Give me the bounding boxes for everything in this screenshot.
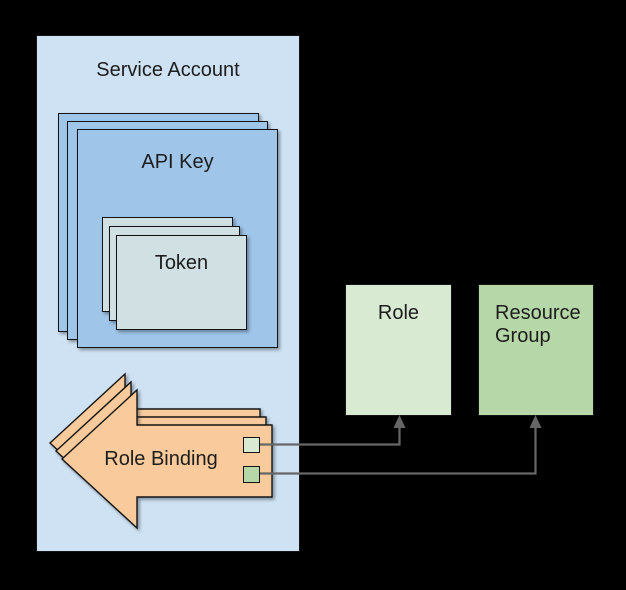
resource-group-ref-square [243, 466, 260, 483]
resource-group-label: Resource Group [495, 302, 581, 347]
role-arrowhead-icon [393, 415, 406, 428]
api-key-label: API Key [141, 151, 214, 173]
role-ref-square [243, 437, 260, 453]
token-label: Token [154, 252, 209, 274]
role-binding-to-resource-group-connector [260, 427, 537, 475]
token-box: Token [116, 235, 247, 330]
service-account-label: Service Account [96, 59, 240, 81]
role-box: Role [345, 284, 452, 416]
role-label: Role [377, 302, 420, 324]
resource-group-arrowhead-icon [529, 415, 542, 428]
role-binding-label: Role Binding [104, 448, 218, 470]
resource-group-box: Resource Group [478, 284, 594, 416]
